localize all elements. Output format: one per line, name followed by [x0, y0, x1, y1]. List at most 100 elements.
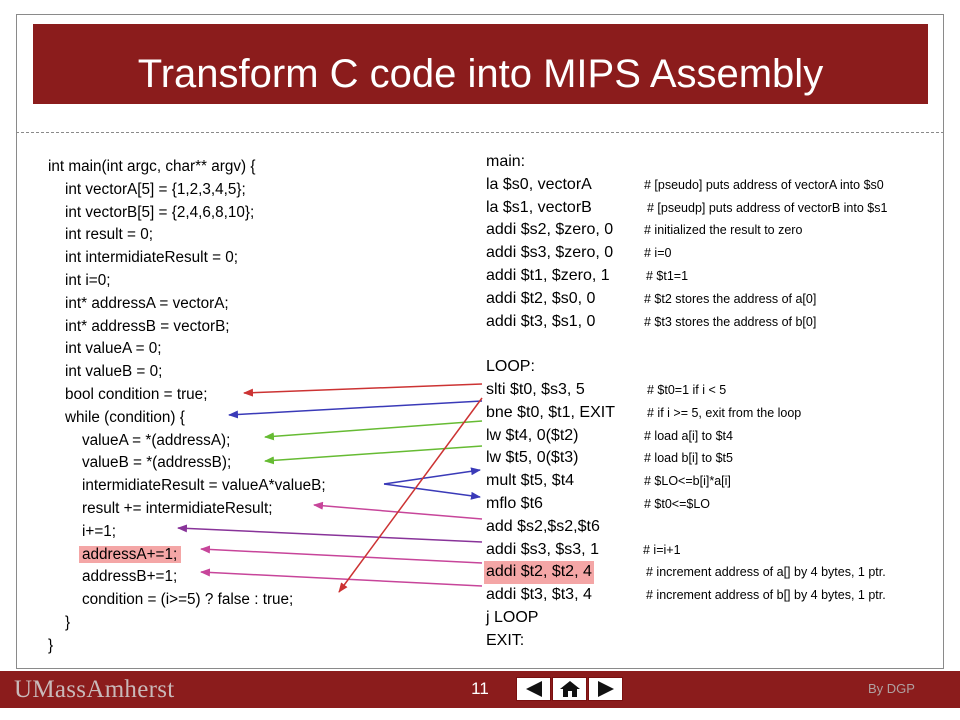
c-code-line-highlighted: addressA+=1;	[48, 544, 326, 567]
asm-instruction: addi $s3, $s3, 1	[486, 540, 599, 558]
asm-line: j LOOP	[486, 607, 615, 630]
c-code-line: intermidiateResult = valueA*valueB;	[48, 475, 326, 498]
asm-line: addi $t3, $s1, 0 # $t3 stores the address…	[486, 311, 816, 334]
c-code-text: int valueA = 0;	[65, 340, 162, 358]
c-code-text: addressB+=1;	[82, 568, 178, 586]
slide-title: Transform C code into MIPS Assembly	[137, 52, 824, 96]
arrow-slti-to-condition-update	[338, 397, 483, 593]
asm-line: lw $t5, 0($t3) # load b[i] to $t5	[486, 447, 733, 470]
asm-comment: # $LO<=b[i]*a[i]	[644, 474, 731, 489]
c-code-line: int* addressB = vectorB;	[48, 316, 326, 339]
c-code-text: }	[48, 636, 54, 654]
asm-line: addi $t2, $s0, 0# $t2 stores the address…	[486, 288, 816, 311]
c-code-text: condition = (i>=5) ? false : true;	[82, 591, 294, 609]
c-code-text: result += intermidiateResult;	[82, 499, 273, 517]
c-code-text: int* addressA = vectorA;	[65, 294, 229, 312]
asm-comment: # i=0	[644, 246, 672, 261]
c-code-text: addressA+=1;	[79, 545, 182, 563]
c-code-line: int* addressA = vectorA;	[48, 293, 326, 316]
asm-instruction: EXIT:	[486, 631, 525, 649]
prev-slide-button[interactable]	[516, 677, 551, 701]
asm-instruction: addi $t1, $zero, 1	[486, 266, 610, 284]
triangle-right-icon	[597, 681, 614, 697]
asm-line-highlighted: addi $t2, $t2, 4# increment address of a…	[484, 561, 886, 585]
asm-line: addi $s3, $zero, 0 # i=0	[486, 242, 671, 265]
asm-instruction: lw $t5, 0($t3)	[486, 449, 579, 467]
arrow-slti-to-condition	[243, 383, 483, 397]
c-code-block: int main(int argc, char** argv) { int ve…	[48, 156, 326, 658]
asm-comment: # [pseudo] puts address of vectorA into …	[644, 177, 884, 192]
c-code-line: valueA = *(addressA);	[48, 430, 326, 453]
c-code-text: int main(int argc, char** argv) {	[48, 158, 256, 175]
c-code-line: int result = 0;	[48, 224, 326, 247]
asm-line: bne $t0, $t1, EXIT# if i >= 5, exit from…	[486, 402, 801, 425]
asm-instruction: addi $s2, $zero, 0	[486, 221, 614, 239]
c-code-text: int* addressB = vectorB;	[65, 317, 230, 335]
asm-instruction: addi $s3, $zero, 0	[486, 244, 614, 262]
c-code-text: bool condition = true;	[65, 385, 208, 403]
asm-comment: # initialized the result to zero	[644, 223, 803, 238]
asm-comment: # load a[i] to $t4	[644, 428, 733, 443]
asm-line: addi $t1, $zero, 1# $t1=1	[486, 265, 688, 288]
asm-line: LOOP:	[486, 356, 615, 379]
c-code-line: int i=0;	[48, 270, 326, 293]
asm-instruction: main:	[486, 153, 526, 170]
asm-instruction: slti $t0, $s3, 5	[486, 380, 585, 398]
author-label: By DGP	[868, 681, 915, 696]
c-code-line: bool condition = true;	[48, 384, 326, 407]
arrow-addi-s3-to-i	[177, 524, 483, 543]
c-code-text: int i=0;	[65, 271, 111, 289]
arrow-intermediate-to-mult	[383, 467, 481, 485]
asm-comment: # $t2 stores the address of a[0]	[644, 291, 817, 306]
c-code-line: valueB = *(addressB);	[48, 452, 326, 475]
asm-comment: # i=i+1	[643, 542, 681, 557]
asm-instruction: addi $t2, $t2, 4	[484, 561, 594, 585]
c-code-text: int valueB = 0;	[65, 363, 163, 381]
c-code-line: int valueB = 0;	[48, 361, 326, 384]
asm-line: addi $s2, $zero, 0 # initialized the resu…	[486, 219, 802, 242]
asm-line: addi $s3, $s3, 1 # i=i+1	[486, 539, 681, 562]
c-code-line: int intermidiateResult = 0;	[48, 247, 326, 270]
asm-instruction: addi $t3, $s1, 0	[486, 312, 596, 330]
asm-comment: # load b[i] to $t5	[644, 451, 733, 466]
c-code-text: int vectorB[5] = {2,4,6,8,10};	[65, 203, 255, 221]
umass-logo: UMassAmherst	[14, 676, 175, 703]
title-bar	[33, 24, 928, 104]
home-icon	[559, 681, 580, 697]
asm-comment: # $t0=1 if i < 5	[647, 382, 727, 397]
c-code-text: i+=1;	[82, 522, 117, 540]
c-code-line: addressB+=1;	[48, 566, 326, 589]
asm-line: la $s1, vectorB# [pseudp] puts address o…	[486, 197, 887, 220]
asm-line: slti $t0, $s3, 5 # $t0=1 if i < 5	[486, 379, 726, 402]
c-code-line: }	[48, 635, 326, 658]
c-code-line: result += intermidiateResult;	[48, 498, 326, 521]
asm-line: mult $t5, $t4 # $LO<=b[i]*a[i]	[486, 470, 731, 493]
c-code-line: i+=1;	[48, 521, 326, 544]
arrow-addi-t2-to-addressA	[200, 545, 483, 564]
page-number: 11	[471, 679, 489, 698]
asm-instruction: la $s1, vectorB	[486, 198, 592, 216]
asm-comment: # increment address of b[] by 4 bytes, 1…	[646, 588, 886, 603]
c-code-line: condition = (i>=5) ? false : true;	[48, 589, 326, 612]
asm-instruction: addi $t3, $t3, 4	[486, 586, 592, 604]
asm-line: main:	[486, 151, 615, 174]
asm-comment: # $t3 stores the address of b[0]	[644, 314, 817, 329]
asm-comment: # if i >= 5, exit from the loop	[647, 405, 802, 420]
asm-instruction: mult $t5, $t4	[486, 472, 575, 490]
arrow-lw-a-to-valueA	[264, 420, 483, 441]
asm-instruction: lw $t4, 0($t2)	[486, 426, 579, 444]
next-slide-button[interactable]	[588, 677, 623, 701]
arrow-lw-b-to-valueB	[264, 445, 483, 465]
triangle-left-icon	[525, 681, 542, 697]
c-code-text: while (condition) {	[65, 408, 185, 426]
c-code-line: int valueA = 0;	[48, 338, 326, 361]
c-code-line: int vectorA[5] = {1,2,3,4,5};	[48, 179, 326, 202]
asm-instruction: add $s2,$s2,$t6	[486, 517, 600, 535]
home-button[interactable]	[552, 677, 587, 701]
arrow-intermediate-to-mflo	[383, 483, 481, 500]
c-code-line: }	[48, 612, 326, 635]
asm-line: addi $t3, $t3, 4 # increment address of b…	[486, 584, 886, 607]
arrow-bne-to-while	[228, 400, 483, 419]
asm-line: EXIT:	[486, 630, 615, 653]
c-code-text: intermidiateResult = valueA*valueB;	[82, 477, 326, 495]
